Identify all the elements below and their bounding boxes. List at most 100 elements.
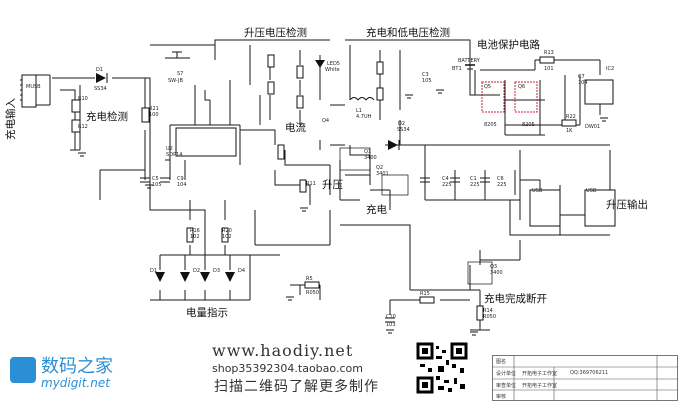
led-d1-icon [155, 272, 165, 282]
tb-review-value: 开拓电子工作室 [522, 383, 558, 389]
c5-val: 105 [152, 182, 162, 188]
tb-design-value: 开拓电子工作室 [522, 371, 558, 377]
battery-ref: BATTERY [458, 58, 481, 64]
r16-val: 102 [190, 234, 200, 240]
r20-ref: R20 [222, 228, 232, 234]
q4-ref: Q4 [322, 118, 329, 124]
tb-name-label: 图名 [496, 359, 507, 365]
bt1-ref: BT1 [452, 66, 462, 72]
s7-switch [165, 51, 190, 59]
tb-design-label: 设计单位 [496, 371, 517, 377]
usb-out1-ref: USB [532, 188, 543, 194]
led5-ref: LED5 [327, 61, 340, 67]
d2-ref: D2 [398, 121, 405, 127]
led-d1-ref: D1 [150, 268, 157, 274]
label-battery-protect: 电池保护电路 [477, 38, 540, 51]
led5-val: White [325, 67, 340, 73]
usb-out-2 [584, 189, 616, 227]
label-level-indicator: 电量指示 [186, 306, 228, 319]
r13-ref: R13 [544, 50, 554, 56]
led-d4-icon [225, 272, 235, 282]
u2-ref: U2 [166, 146, 173, 152]
q5-mosfet [481, 81, 505, 113]
d1-ref: D1 [96, 67, 103, 73]
c3-ref: C3 [422, 72, 429, 78]
led-d4-ref: D4 [238, 268, 245, 274]
tb-qq: QQ:369706211 [570, 370, 609, 376]
led5-icon [315, 60, 325, 68]
label-boost-detect: 升压电压检测 [244, 26, 307, 39]
scan-hint: 扫描二维码了解更多制作 [214, 379, 379, 395]
label-current: 电流 [285, 121, 306, 134]
label-charge-low-detect: 充电和低电压检测 [366, 26, 450, 39]
c3-val: 105 [422, 78, 432, 84]
ic2-label: DW01 [585, 124, 600, 130]
usb-ref: MUSB [26, 84, 41, 90]
c9-val: 104 [177, 182, 187, 188]
r10-ref: R10 [78, 96, 88, 102]
tb-review-label: 审查单位 [496, 383, 517, 389]
c9-ref: C9 [177, 176, 184, 182]
label-charge-detect: 充电检测 [86, 110, 128, 123]
led-d2-ref: D2 [193, 268, 200, 274]
q5-val: 8205 [484, 122, 497, 128]
led-d3-icon [200, 272, 210, 282]
s7-ref: S7 [177, 71, 183, 77]
q3-val: 3400 [490, 270, 503, 276]
u2-chip [175, 127, 237, 157]
c10-ref: C10 [386, 314, 396, 320]
section-labels: 升压电压检测 充电和低电压检测 电池保护电路 充电检测 电量指示 充电完成断开 … [4, 26, 648, 319]
r11-ref: R11 [306, 181, 316, 187]
c7-val: 104 [578, 80, 588, 86]
q1-val: 3400 [364, 155, 377, 161]
r22-val: 1K [566, 128, 573, 134]
mydigit-logo-icon [10, 357, 36, 383]
qr-code-icon [416, 342, 468, 394]
q5-ref: Q5 [484, 84, 491, 90]
s7-val: SW-JB [168, 78, 183, 84]
l1-val: 4.7UH [356, 114, 372, 120]
component-shapes [21, 51, 616, 336]
title-block: 图名 设计单位 开拓电子工作室 QQ:369706211 审查单位 开拓电子工作… [492, 355, 678, 401]
r14-val: R050 [483, 314, 496, 320]
u2-pkg: SOP14 [166, 152, 183, 158]
usb-out2-ref: USB [586, 188, 597, 194]
c7-ref: C7 [578, 74, 585, 80]
website-url: www.haodiy.net [212, 341, 354, 360]
label-boost-output: 升压输出 [606, 198, 648, 211]
c6-val: 225 [497, 182, 507, 188]
r20-val: 102 [222, 234, 232, 240]
c10-val: 103 [386, 322, 396, 328]
led-d3-ref: D3 [213, 268, 220, 274]
led-d2-icon [180, 272, 190, 282]
usb-input-connector [21, 74, 37, 108]
r16-ref: R16 [190, 228, 200, 234]
r14-ref: R14 [483, 308, 493, 314]
shop-url: shop35392304.taobao.com [212, 362, 363, 375]
c4-ref: C4 [442, 176, 449, 182]
component-labels: IC2 U2 SOP14 D1 SS34 S7 SW-JB LED5 White… [26, 50, 614, 328]
inductor-l1 [349, 97, 375, 101]
usb-out-1 [529, 189, 561, 227]
c6-ref: C6 [497, 176, 504, 182]
r21-val: 100 [149, 112, 159, 118]
q6-val: 8205 [522, 122, 535, 128]
r22-ref: R22 [566, 114, 576, 120]
q1-ref: Q1 [364, 149, 371, 155]
q2-val: 3401 [376, 171, 389, 177]
r15-ref: R15 [420, 291, 430, 297]
d1-val: SS34 [94, 86, 107, 92]
r5-ref: R5 [306, 276, 313, 282]
d2-diode [388, 140, 398, 150]
logo-en-text: mydigit.net [41, 376, 110, 390]
label-charge-input: 充电输入 [4, 98, 17, 140]
title-block-grid [492, 355, 678, 401]
c4-val: 225 [442, 182, 452, 188]
ic2-chip [584, 79, 614, 105]
q6-ref: Q6 [518, 84, 525, 90]
r21-ref: R21 [149, 106, 159, 112]
label-charge: 充电 [366, 203, 387, 216]
label-charge-complete: 充电完成断开 [484, 292, 547, 305]
ic2-ref: IC2 [606, 66, 614, 72]
